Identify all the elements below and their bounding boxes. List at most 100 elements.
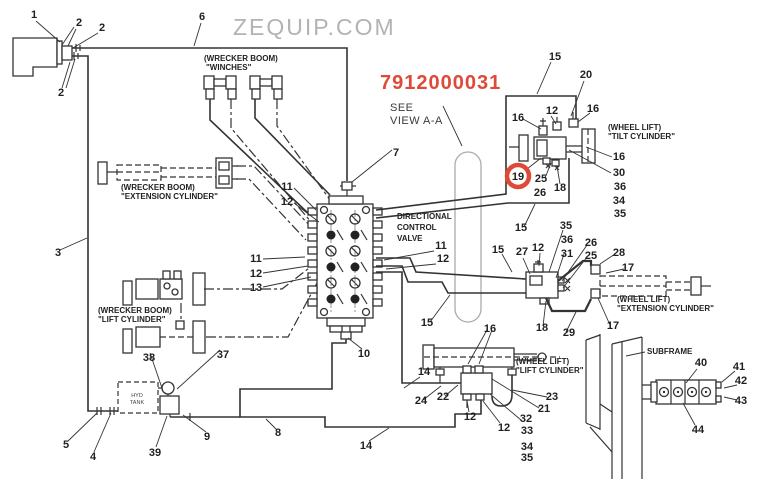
part-callout: 34 [521, 441, 534, 453]
hose-line-15 [376, 265, 526, 294]
part-callout: 4 [90, 451, 97, 463]
part-callout: 38 [143, 352, 155, 364]
wrecker-lift-label-line2: "LIFT CYLINDER" [98, 315, 166, 324]
winch-hose [276, 99, 334, 205]
callout-leader-lines [35, 20, 738, 453]
wheel-tilt-cylinder [509, 112, 596, 171]
valve-bottom-fitting [340, 331, 352, 340]
part-callout: 25 [535, 173, 547, 185]
subframe-bolt-bank [650, 379, 722, 405]
part-callout: 13 [250, 282, 262, 294]
hose-line-15 [376, 257, 527, 280]
part-callout: 16 [484, 323, 496, 335]
part-callout: 39 [149, 447, 161, 459]
wheel-extension-manifold [522, 260, 571, 305]
part-callout: 7 [393, 147, 399, 159]
wheel-extension-cylinder [590, 264, 711, 299]
valve-spools [325, 213, 368, 305]
extension-hose [236, 165, 313, 229]
part-callout: 36 [614, 181, 626, 193]
part-callout: 2 [99, 22, 105, 34]
part-callout: 26 [585, 237, 597, 249]
part-callout: 6 [199, 11, 205, 23]
part-callout: 15 [421, 317, 433, 329]
lift-hose [204, 264, 314, 290]
part-callout: 30 [613, 167, 625, 179]
part-callout: 12 [464, 411, 476, 423]
part-callout: 31 [561, 248, 573, 260]
part-callout: 12 [437, 253, 449, 265]
part-callout: 1 [31, 9, 37, 21]
tank-label-line1: HYD [131, 393, 143, 399]
part-callout: 14 [360, 440, 373, 452]
subframe-label: SUBFRAME [647, 347, 693, 356]
part-callout: 32 [520, 413, 532, 425]
part-callout: 35 [521, 452, 533, 464]
wheel-lift-cylinder [422, 344, 560, 408]
part-callout: 5 [63, 439, 69, 451]
part-callout: 27 [516, 246, 528, 258]
winch-hose [230, 99, 313, 224]
hose-line-28 [557, 259, 593, 282]
hose-line-14 [376, 271, 461, 384]
part-callout: 16 [587, 103, 599, 115]
part-callout: 11 [250, 253, 262, 265]
valve-top-fitting [341, 181, 353, 191]
wrecker-extension-cylinder [97, 157, 238, 189]
wheel-extension-label-line1: (WHEEL LIFT) [617, 295, 671, 304]
part-callout: 18 [554, 182, 566, 194]
valve-label-line1: DIRECTIONAL [397, 212, 452, 221]
part-callout: 17 [607, 320, 619, 332]
extension-hose [236, 178, 307, 241]
hydraulic-tank: HYD TANK [117, 381, 180, 417]
part-callout: 11 [435, 240, 447, 252]
part-callout: 44 [692, 424, 705, 436]
winches-label-line2: "WINCHES" [206, 63, 252, 72]
winch-fittings [203, 75, 283, 100]
part-callout: 15 [549, 51, 561, 63]
part-callout: 14 [418, 366, 431, 378]
wrecker-lift-label-line1: (WRECKER BOOM) [98, 306, 172, 315]
view-note-line2: VIEW A-A [390, 115, 443, 127]
wheel-lift-label-line2: "LIFT CYLINDER" [516, 366, 584, 375]
view-note-line1: SEE [390, 102, 414, 114]
part-callout: 36 [561, 234, 573, 246]
lift-hose [206, 282, 318, 338]
part-callout: 18 [536, 322, 548, 334]
part-callout: 16 [613, 151, 625, 163]
part-callout: 17 [622, 262, 634, 274]
watermark: ZEQUIP.COM [233, 14, 396, 40]
hose-line-15 [375, 158, 570, 219]
part-callout: 12 [281, 196, 293, 208]
tank-label-line2: TANK [130, 400, 145, 406]
part-callout: 21 [538, 403, 550, 415]
part-callout: 22 [437, 391, 449, 403]
part-callout: 2 [76, 17, 82, 29]
valve-corner-bolts [319, 205, 371, 317]
part-callout: 16 [512, 112, 524, 124]
part-callout: 12 [250, 268, 262, 280]
wrecker-extension-label-line2: "EXTENSION CYLINDER" [121, 192, 218, 201]
part-callout: 35 [614, 208, 626, 220]
part-callout: 12 [546, 105, 558, 117]
wheel-tilt-label-line1: (WHEEL LIFT) [608, 123, 662, 132]
part-callout: 29 [563, 327, 575, 339]
hose-line-14 [239, 339, 482, 428]
part-callout: 15 [492, 244, 504, 256]
filter-cap [161, 381, 175, 395]
part-callout: 3 [55, 247, 61, 259]
pump [12, 37, 81, 77]
part-callout: 12 [532, 242, 544, 254]
part-callout: 15 [515, 222, 527, 234]
valve-label-line2: CONTROL [397, 223, 437, 232]
part-callout: 33 [521, 425, 533, 437]
part-callout: 25 [585, 250, 597, 262]
part-callout: 8 [275, 427, 281, 439]
valve-label-line3: VALVE [397, 234, 423, 243]
frame-sketch [585, 334, 655, 479]
view-a-a-capsule [454, 151, 482, 323]
part-callout: 43 [735, 395, 747, 407]
wheel-lift-label-line1: (WHEEL LIFT) [516, 357, 570, 366]
part-callout: 41 [733, 361, 745, 373]
